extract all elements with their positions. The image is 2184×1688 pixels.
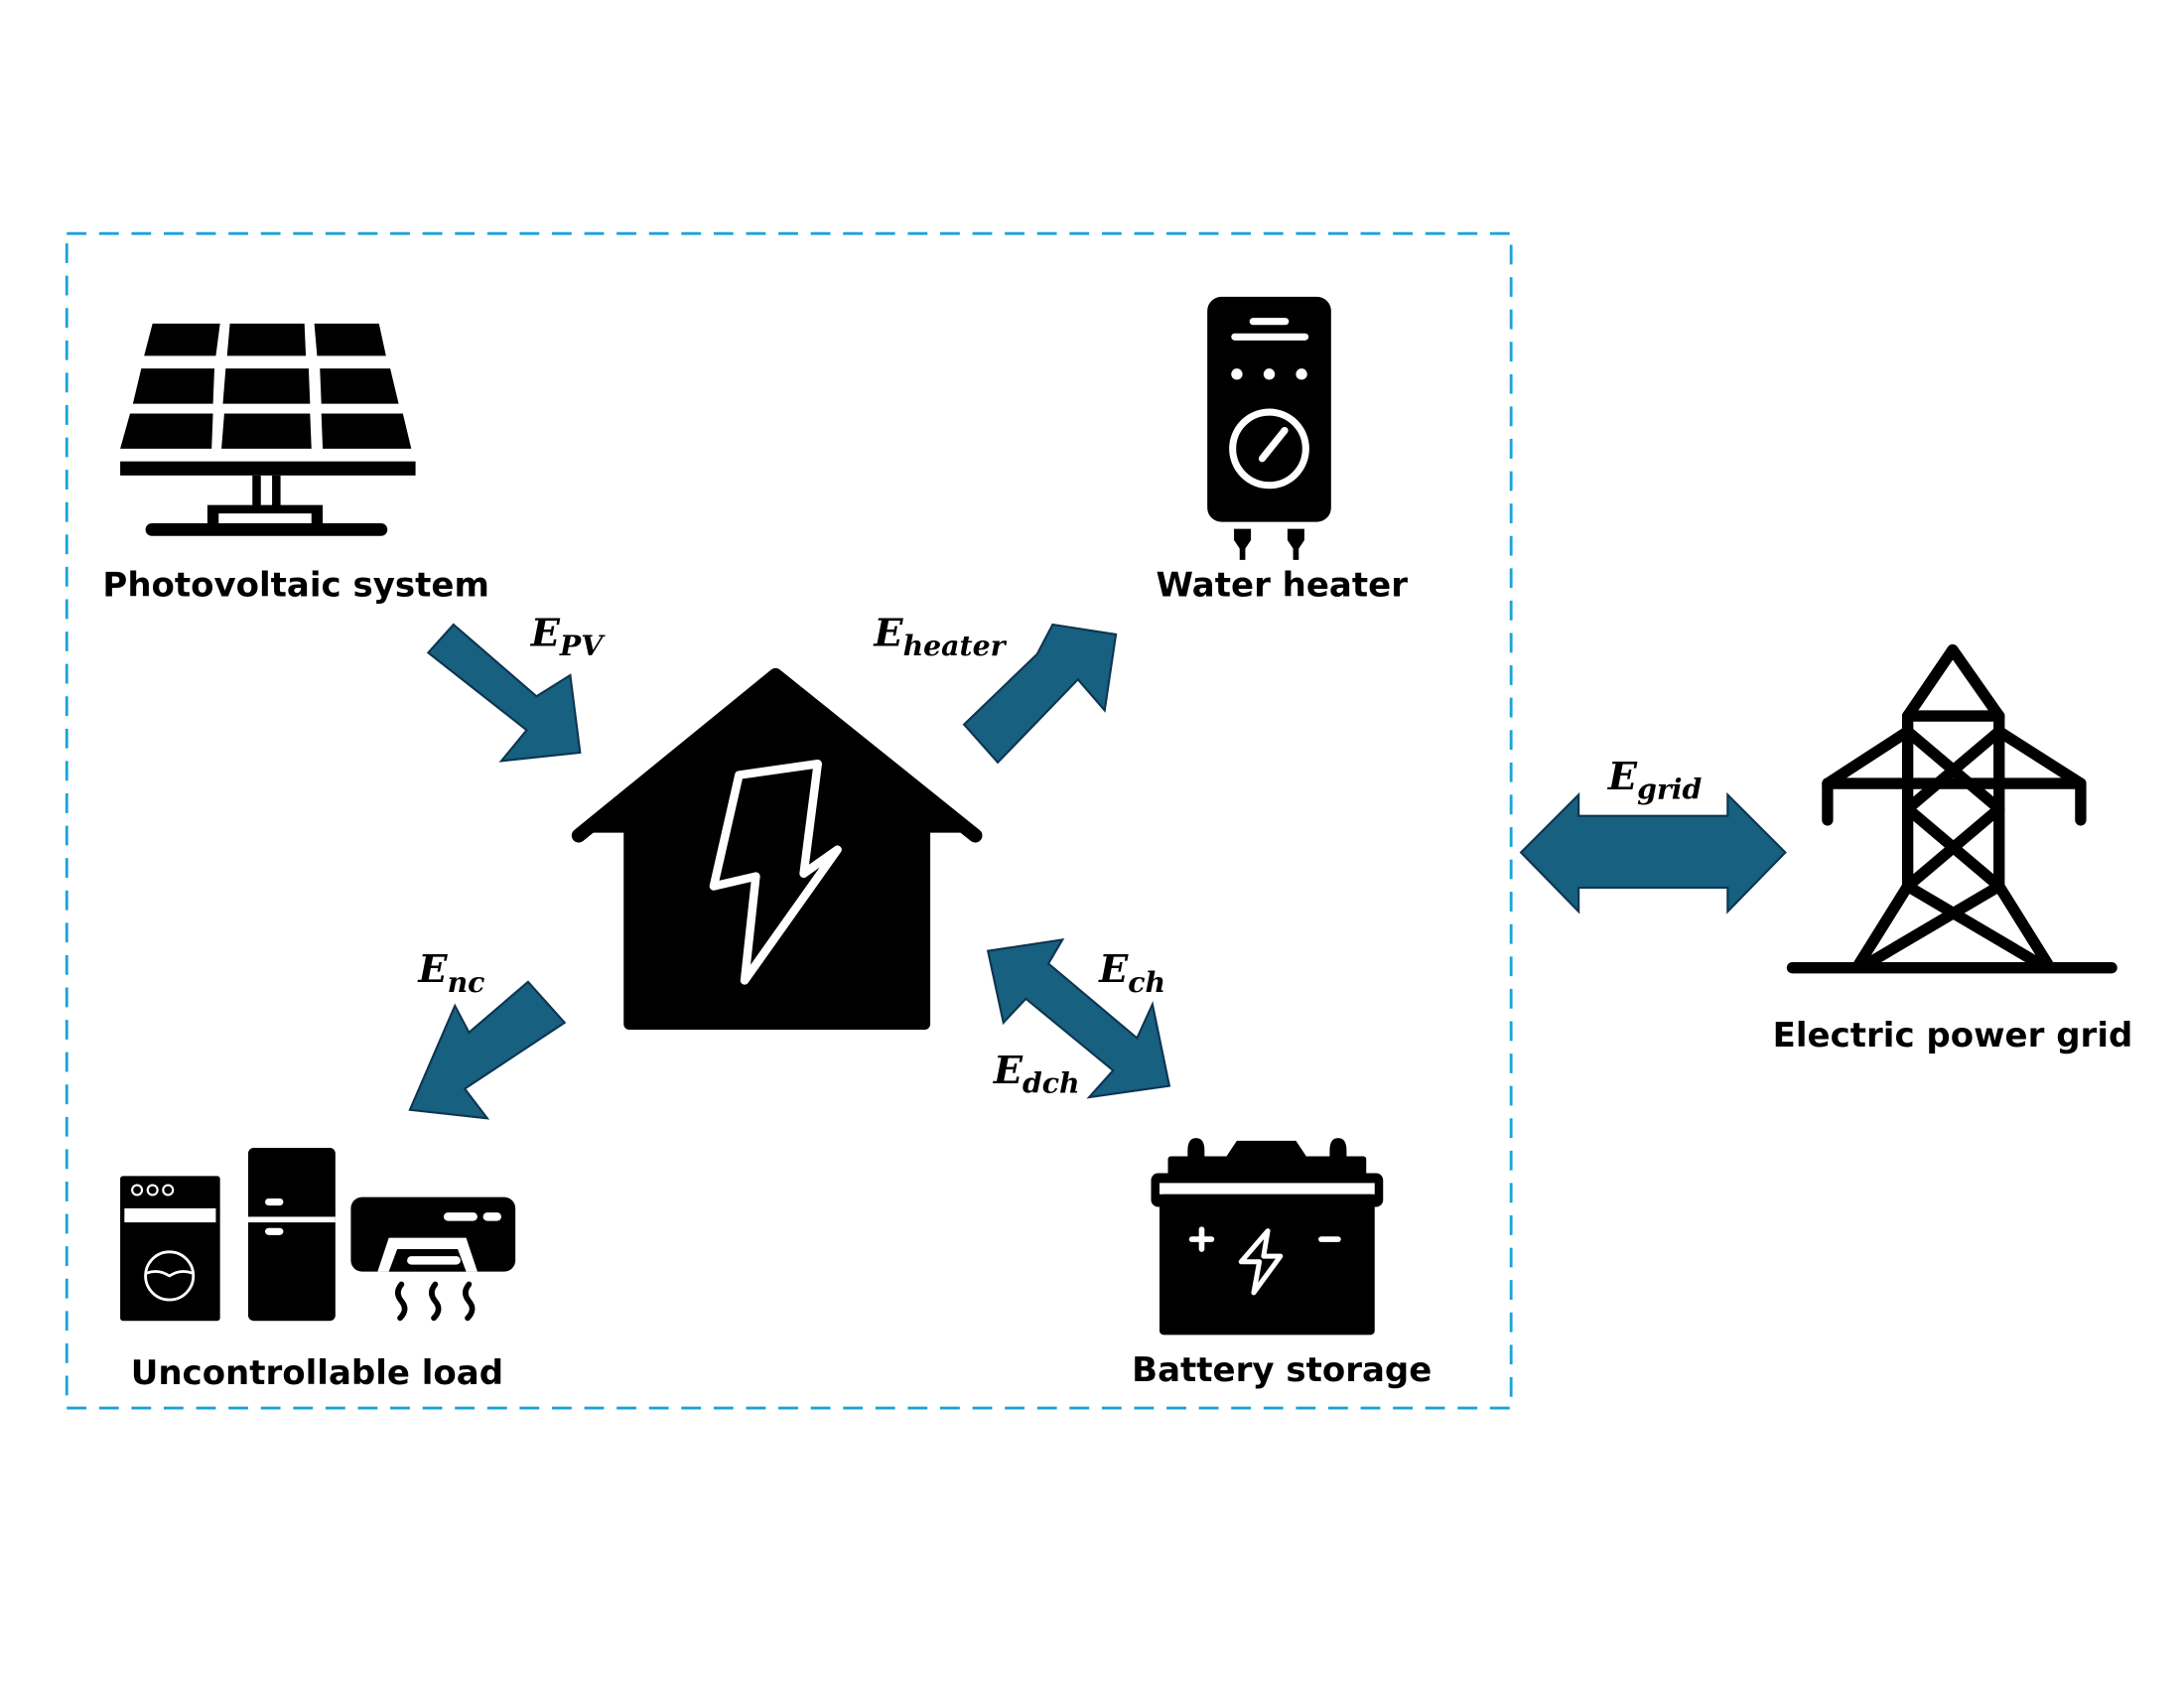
arrow-home-to-heater — [962, 623, 1118, 765]
flow-label-dch: Edch — [993, 1049, 1080, 1100]
flow-label-heater: Eheater — [873, 611, 1007, 662]
flow-label-nc: Enc — [417, 947, 484, 999]
flow-label-grid: Egrid — [1607, 755, 1703, 806]
washing-machine-icon — [120, 1176, 220, 1322]
appliances-icon — [120, 1148, 516, 1322]
refrigerator-icon — [248, 1148, 336, 1322]
flow-label-ch: Ech — [1098, 947, 1165, 999]
water-heater-icon — [1207, 296, 1331, 560]
air-conditioner-icon — [350, 1196, 516, 1322]
battery-icon — [1151, 1138, 1384, 1336]
flow-label-pv: EPV — [530, 611, 606, 662]
pv-label: Photovoltaic system — [102, 566, 489, 606]
load-label: Uncontrollable load — [131, 1353, 503, 1393]
battery-label: Battery storage — [1132, 1350, 1432, 1390]
arrow-grid-bidirectional — [1519, 791, 1787, 914]
house-lightning-icon — [571, 667, 983, 1030]
arrow-pv-to-home — [426, 623, 582, 763]
arrow-home-to-load — [408, 980, 567, 1120]
solar-panel-icon — [120, 323, 416, 536]
transmission-tower-icon — [1786, 643, 2117, 974]
grid-label: Electric power grid — [1773, 1016, 2133, 1055]
arrow-home-battery-bidirectional — [986, 937, 1171, 1099]
home-boundary — [65, 231, 1513, 1410]
water-heater-label: Water heater — [1157, 566, 1409, 606]
